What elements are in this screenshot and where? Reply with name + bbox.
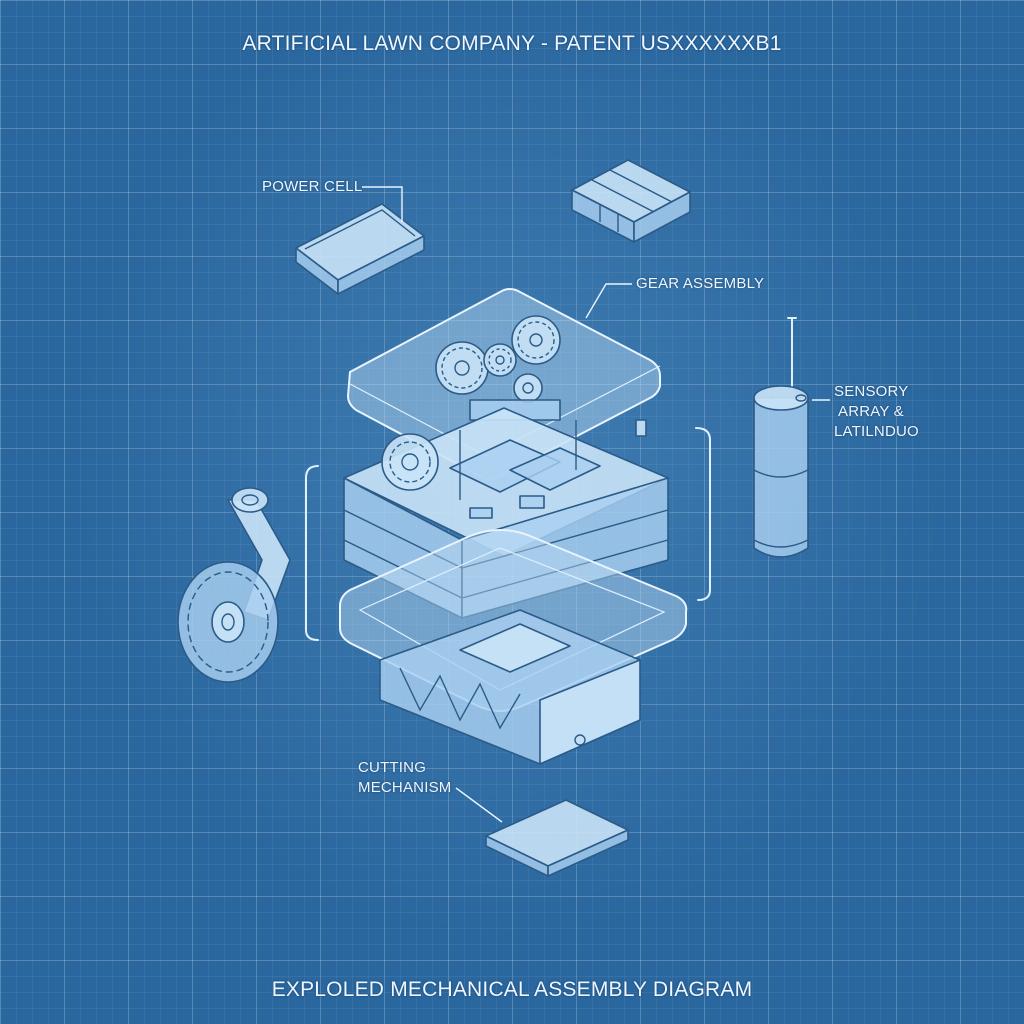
sensory-array-label-line1: SENSORY (834, 383, 909, 400)
sensory-array-label: SENSORY ARRAY & LATILNDUO (834, 382, 919, 442)
cutting-mechanism-label: CUTTING MECHANISM (358, 758, 451, 798)
sensory-array-label-line2: ARRAY & (838, 403, 904, 420)
main-chassis-part (343, 407, 669, 619)
side-bracket-left (305, 465, 319, 641)
diagram-caption: EXPLOLED MECHANICAL ASSEMBLY DIAGRAM (271, 978, 753, 1001)
sensory-array-label-line3: LATILNDUO (834, 423, 919, 440)
cutting-mechanism-label-line2: MECHANISM (358, 779, 452, 796)
leader-lines (362, 186, 830, 823)
cutting-mechanism-part (379, 609, 641, 765)
power-cell-part (295, 203, 425, 295)
side-bracket-right (695, 427, 711, 601)
power-cell-label: POWER CELL (262, 178, 363, 195)
patent-title: ARTIFICIAL LAWN COMPANY - PATENT USXXXXX… (242, 32, 782, 55)
wheel-assembly-part (177, 487, 291, 683)
battery-pack-part (571, 159, 691, 243)
cutting-mechanism-label-line1: CUTTING (358, 759, 427, 776)
connector-part (635, 419, 647, 437)
sensory-array-part (753, 317, 809, 558)
bottom-plate-part (485, 799, 629, 877)
gear-assembly-label: GEAR ASSEMBLY (636, 275, 765, 292)
